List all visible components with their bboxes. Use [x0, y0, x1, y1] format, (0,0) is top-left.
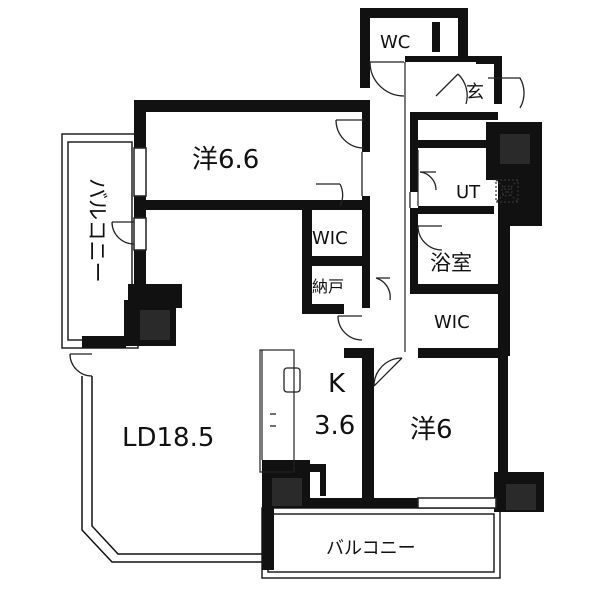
pillar-icon [140, 134, 536, 510]
windows [133, 147, 497, 509]
label-nando: 納戸 [312, 277, 344, 296]
corridor-lines [259, 62, 419, 473]
label-balcony-bottom: バルコニー [326, 538, 416, 559]
label-bath: 浴室 [430, 251, 472, 275]
kitchen-sink-icon [270, 367, 301, 427]
label-kitchen-size: 3.6 [314, 411, 355, 441]
label-kitchen-k: K [328, 369, 346, 399]
label-wic-1: WIC [312, 228, 348, 249]
washer-icon [495, 179, 519, 203]
label-wic-2: WIC [434, 312, 470, 333]
door-swing-icon [69, 61, 525, 387]
label-western-1: 洋6.6 [192, 145, 259, 175]
walls [82, 8, 544, 570]
label-balcony-left: バルコニー [85, 178, 109, 283]
label-genkan: 玄 [466, 82, 484, 103]
label-living: LD18.5 [122, 423, 214, 453]
label-wc: WC [380, 32, 410, 53]
living-outer-wall [81, 376, 262, 563]
label-ut: UT [456, 182, 481, 203]
label-western-2: 洋6 [410, 415, 453, 445]
